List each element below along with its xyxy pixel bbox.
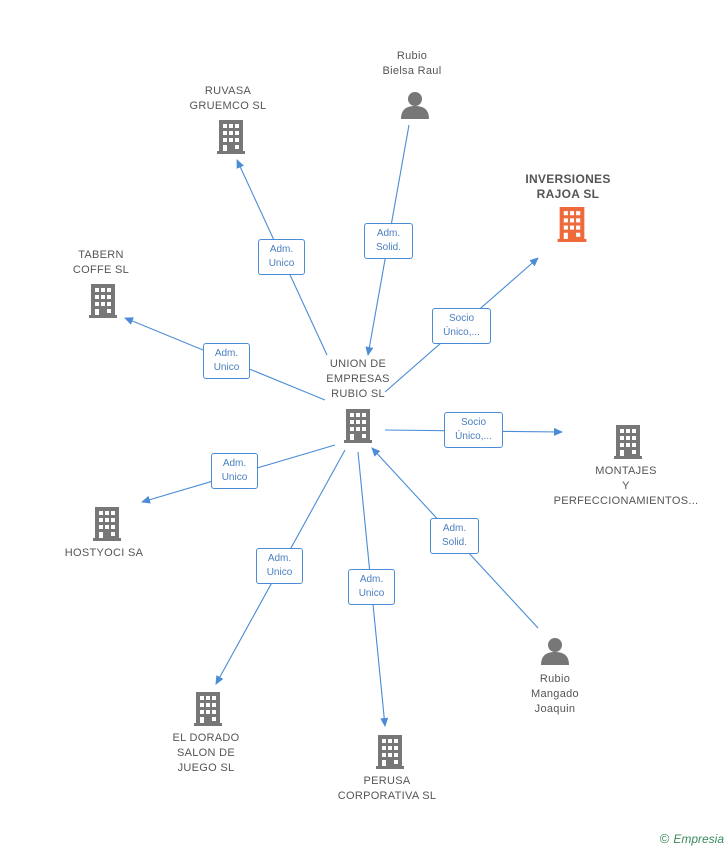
- edge-label-montajes[interactable]: Socio Único,...: [444, 412, 503, 448]
- building-icon[interactable]: [89, 284, 117, 318]
- brand-logo[interactable]: Empresia: [673, 832, 724, 846]
- edge-label-hostyoci[interactable]: Adm. Unico: [211, 453, 258, 489]
- node-label-eldorado[interactable]: EL DORADO SALON DE JUEGO SL: [172, 732, 240, 774]
- copyright-icon: ©: [659, 831, 670, 846]
- person-icon[interactable]: [401, 92, 429, 119]
- node-label-inversiones[interactable]: INVERSIONES RAJOA SL: [525, 172, 611, 201]
- node-label-rubio-joaquin[interactable]: Rubio Mangado Joaquin: [531, 673, 579, 715]
- node-label-ruvasa[interactable]: RUVASA GRUEMCO SL: [189, 85, 267, 112]
- node-label-tabern[interactable]: TABERN COFFE SL: [72, 249, 130, 276]
- building-icon[interactable]: [217, 120, 245, 154]
- person-icon[interactable]: [541, 638, 569, 665]
- node-label-montajes[interactable]: MONTAJES Y PERFECCIONAMIENTOS...: [553, 465, 699, 507]
- edge-label-inversiones[interactable]: Socio Único,...: [432, 308, 491, 344]
- edge-label-perusa[interactable]: Adm. Unico: [348, 569, 395, 605]
- edge-label-rubio-joaquin[interactable]: Adm. Solid.: [430, 518, 479, 554]
- building-icon[interactable]: [614, 425, 642, 459]
- edge-label-eldorado[interactable]: Adm. Unico: [256, 548, 303, 584]
- node-label-perusa[interactable]: PERUSA CORPORATIVA SL: [337, 775, 437, 802]
- edge-label-rubio-raul[interactable]: Adm. Solid.: [364, 223, 413, 259]
- building-icon[interactable]: [376, 735, 404, 769]
- building-icon[interactable]: [194, 692, 222, 726]
- building-icon[interactable]: [557, 207, 587, 242]
- edge-label-tabern[interactable]: Adm. Unico: [203, 343, 250, 379]
- footer-brand: ©Empresia: [660, 831, 724, 846]
- node-label-rubio-raul[interactable]: Rubio Bielsa Raul: [382, 50, 442, 77]
- node-label-hostyoci[interactable]: HOSTYOCI SA: [64, 547, 144, 559]
- building-icon[interactable]: [93, 507, 121, 541]
- building-icon[interactable]: [344, 409, 372, 443]
- edge-label-ruvasa[interactable]: Adm. Unico: [258, 239, 305, 275]
- node-label-center[interactable]: UNION DE EMPRESAS RUBIO SL: [326, 358, 390, 400]
